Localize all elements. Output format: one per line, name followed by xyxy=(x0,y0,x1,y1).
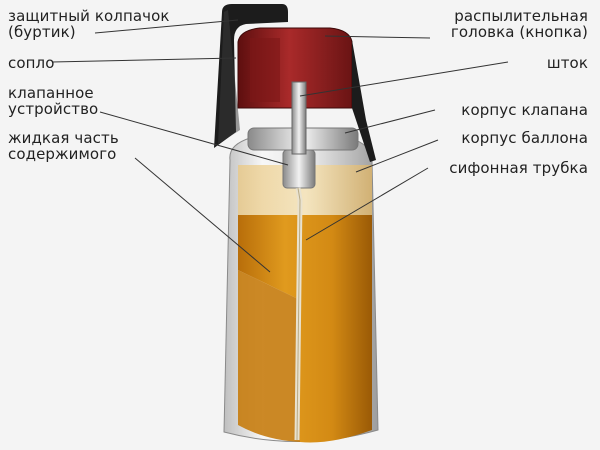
label-can-body: корпус баллона xyxy=(461,129,588,147)
liquid-cut-wall xyxy=(238,270,300,442)
label-valve-body: корпус клапана xyxy=(461,101,588,119)
label-siphon-tube: сифонная трубка xyxy=(449,159,588,177)
gas-region xyxy=(238,165,372,215)
label-liquid-contents: жидкая часть содержимого xyxy=(8,129,119,163)
label-spray-head: распылительная головка (кнопка) xyxy=(450,7,588,41)
stem xyxy=(291,81,307,155)
liquid-contents xyxy=(238,215,372,443)
label-valve-device: клапанное устройство xyxy=(8,84,99,118)
label-protective-cap: защитный колпачок (буртик) xyxy=(8,7,170,41)
leader-lines xyxy=(51,19,509,273)
label-stem: шток xyxy=(546,54,588,72)
valve-body xyxy=(282,149,316,189)
label-nozzle: сопло xyxy=(8,54,55,72)
